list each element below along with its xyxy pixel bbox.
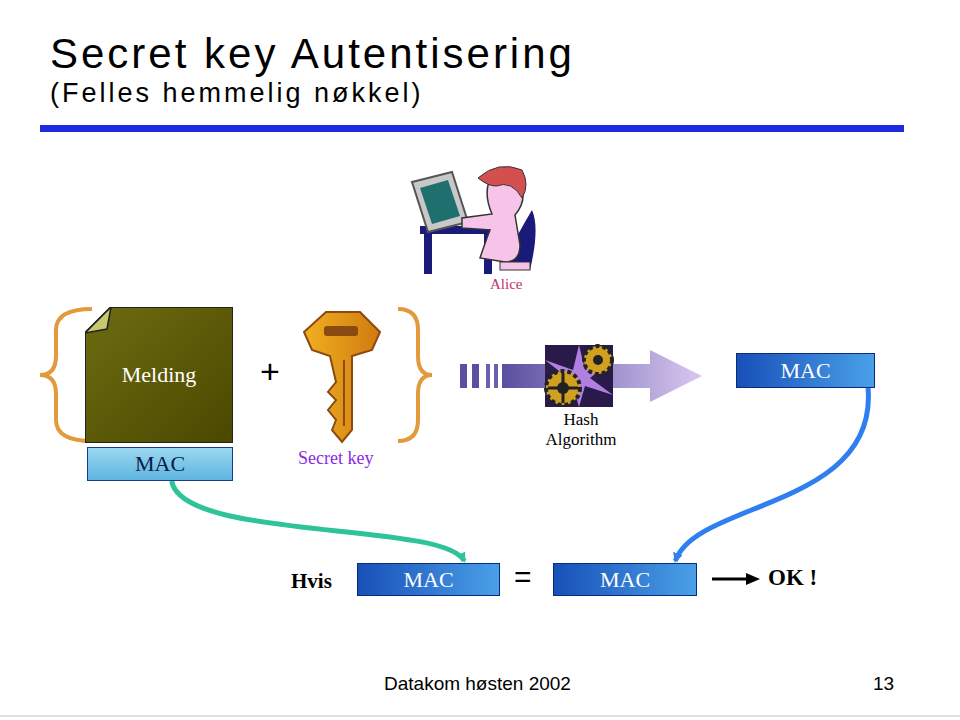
key-icon <box>304 312 380 442</box>
mac-box: MAC <box>87 447 233 481</box>
alice-figure <box>412 166 536 274</box>
label: (Felles hemmelig nøkkel) <box>50 78 424 109</box>
gears-icon <box>545 345 613 407</box>
message-document: Melding <box>85 307 233 443</box>
result-arrow <box>712 573 760 585</box>
mac-box: MAC <box>736 353 875 388</box>
label: Hash Algorithm <box>536 410 626 451</box>
footer-rule <box>0 715 960 717</box>
label: = <box>514 560 532 594</box>
node-text: MAC <box>772 358 838 384</box>
mac-box: MAC <box>357 563 500 596</box>
connector <box>675 388 868 561</box>
node-text: Melding <box>114 362 205 388</box>
label: 13 <box>873 673 894 695</box>
label: OK ! <box>768 565 817 591</box>
title-rule <box>40 125 904 132</box>
slide-title: Secret key Autentisering <box>50 30 575 78</box>
label: + <box>260 352 280 391</box>
label: Secret key <box>298 448 373 469</box>
node-text: MAC <box>592 567 658 593</box>
label: Alice <box>490 276 522 293</box>
mac-box: MAC <box>553 563 697 596</box>
node-text: MAC <box>395 567 461 593</box>
node-text: MAC <box>127 451 193 477</box>
label: Datakom høsten 2002 <box>384 673 571 695</box>
label: Hvis <box>291 569 332 594</box>
connector <box>172 481 465 561</box>
